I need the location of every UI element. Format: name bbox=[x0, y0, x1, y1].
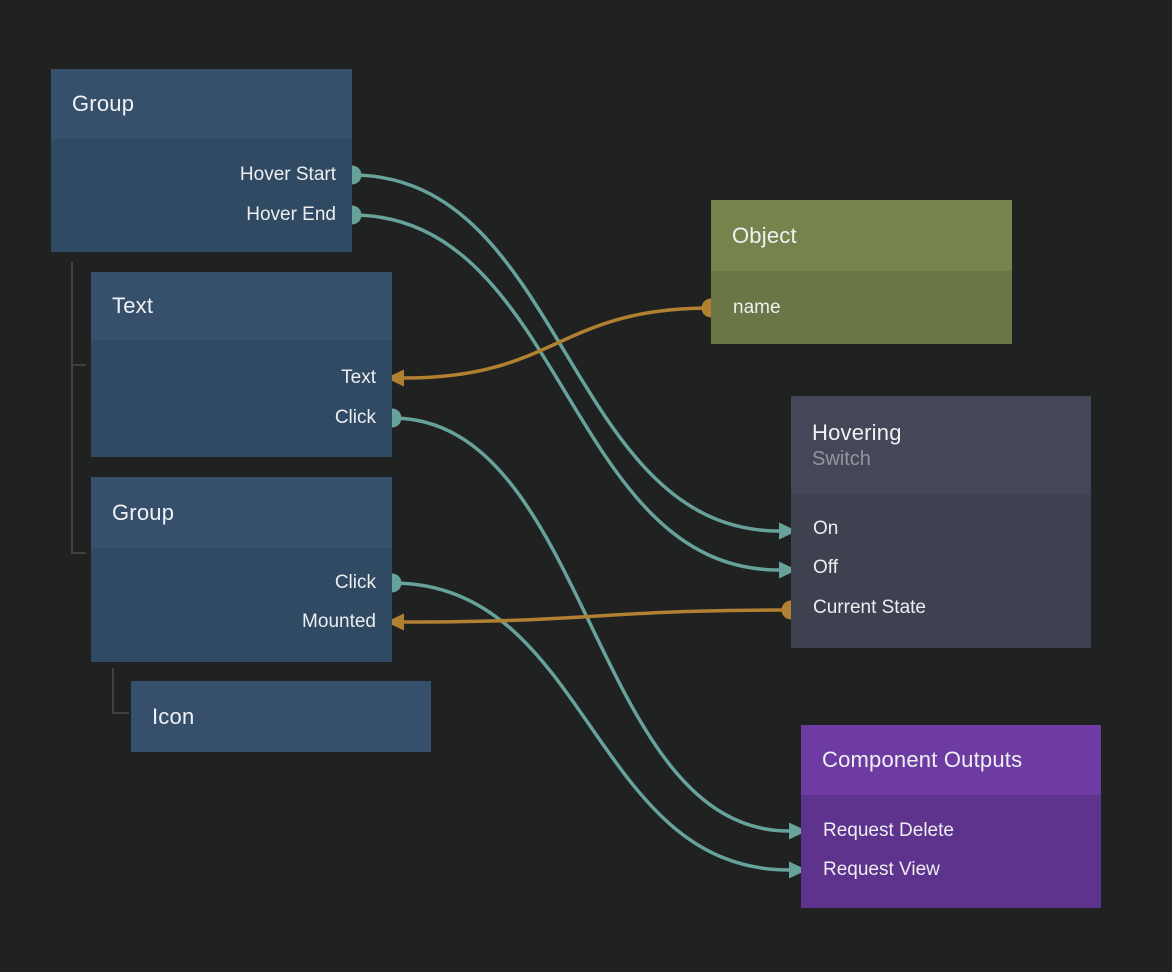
node-header[interactable]: Hovering Switch bbox=[791, 396, 1091, 494]
tree-connector-stub-icon bbox=[112, 712, 129, 714]
tree-connector-stub-group bbox=[71, 552, 86, 554]
port-current-state[interactable]: Current State bbox=[813, 597, 926, 618]
node-icon[interactable]: Icon bbox=[131, 681, 431, 752]
node-hovering[interactable]: Hovering Switch On Off Current State bbox=[791, 396, 1091, 648]
port-name[interactable]: name bbox=[733, 297, 781, 318]
node-title: Hovering bbox=[812, 419, 902, 445]
node-body: Click Mounted bbox=[91, 548, 392, 662]
port-on[interactable]: On bbox=[813, 518, 839, 539]
node-group-child[interactable]: Group Click Mounted bbox=[91, 477, 392, 662]
port-request-view[interactable]: Request View bbox=[823, 859, 940, 880]
node-header[interactable]: Group bbox=[91, 477, 392, 548]
node-body: name bbox=[711, 271, 1012, 344]
node-title: Object bbox=[732, 222, 797, 248]
port-hover-start[interactable]: Hover Start bbox=[239, 164, 336, 185]
node-header[interactable]: Text bbox=[91, 272, 392, 340]
tree-connector-stub-text bbox=[71, 364, 86, 366]
node-body: Text Click bbox=[91, 340, 392, 457]
node-text[interactable]: Text Text Click bbox=[91, 272, 392, 457]
node-component-outputs[interactable]: Component Outputs Request Delete Request… bbox=[801, 725, 1101, 908]
port-text[interactable]: Text bbox=[341, 367, 376, 388]
node-body: Request Delete Request View bbox=[801, 795, 1101, 908]
port-click[interactable]: Click bbox=[334, 407, 376, 428]
port-hover-end[interactable]: Hover End bbox=[246, 204, 336, 225]
node-subtitle: Switch bbox=[812, 447, 871, 470]
port-click[interactable]: Click bbox=[334, 572, 376, 593]
node-title: Text bbox=[112, 293, 154, 318]
port-request-delete[interactable]: Request Delete bbox=[823, 820, 954, 841]
node-object[interactable]: Object name bbox=[711, 200, 1012, 344]
node-group-top[interactable]: Group Hover Start Hover End bbox=[51, 69, 352, 252]
node-header[interactable]: Group bbox=[51, 69, 352, 139]
node-header[interactable]: Object bbox=[711, 200, 1012, 271]
node-header[interactable]: Component Outputs bbox=[801, 725, 1101, 795]
node-body: On Off Current State bbox=[791, 494, 1091, 648]
tree-connector-vertical-icon bbox=[112, 668, 114, 714]
node-title: Icon bbox=[152, 703, 195, 729]
port-mounted[interactable]: Mounted bbox=[302, 611, 376, 632]
node-title: Group bbox=[112, 499, 175, 525]
tree-connector-vertical bbox=[71, 262, 73, 554]
node-body: Hover Start Hover End bbox=[51, 139, 352, 252]
node-title: Group bbox=[72, 91, 135, 116]
port-off[interactable]: Off bbox=[813, 557, 838, 578]
node-title: Component Outputs bbox=[822, 747, 1023, 772]
